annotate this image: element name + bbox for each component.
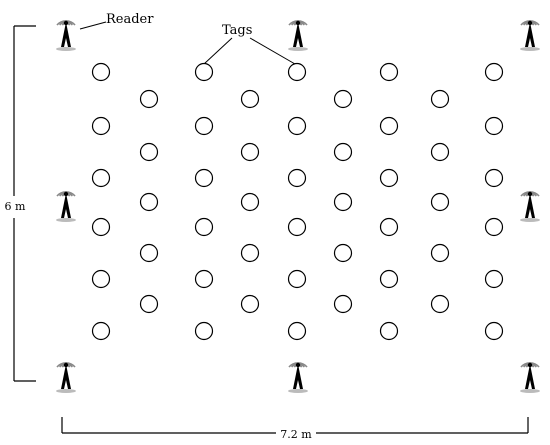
tag	[91, 116, 111, 136]
tag	[240, 243, 260, 263]
antenna-mast	[61, 193, 71, 218]
tag	[333, 294, 353, 314]
tag	[430, 192, 450, 212]
tag	[194, 321, 214, 341]
tag	[139, 142, 159, 162]
tag	[484, 321, 504, 341]
tag	[484, 62, 504, 82]
antenna-mast	[293, 22, 303, 47]
tag	[287, 168, 307, 188]
tag	[91, 217, 111, 237]
tag	[430, 142, 450, 162]
height-dimension: 6 m	[4, 25, 36, 382]
antenna-tip	[295, 362, 301, 368]
reader-antenna-icon	[520, 362, 540, 393]
tag	[287, 217, 307, 237]
tag	[194, 217, 214, 237]
tag	[484, 217, 504, 237]
reader-antenna-icon	[288, 362, 308, 393]
tag	[194, 269, 214, 289]
tag	[91, 62, 111, 82]
antenna-tip	[63, 191, 69, 197]
antenna-mast	[525, 364, 535, 389]
tag	[333, 142, 353, 162]
tags-callout: Tags	[203, 23, 296, 65]
antenna-tip	[63, 20, 69, 26]
tag	[379, 217, 399, 237]
antenna-mast	[61, 22, 71, 47]
tag	[240, 89, 260, 109]
tag	[333, 89, 353, 109]
tag	[139, 294, 159, 314]
tag	[240, 142, 260, 162]
antenna-tip	[527, 191, 533, 197]
tag	[240, 294, 260, 314]
antenna-base	[520, 389, 540, 393]
tag	[379, 321, 399, 341]
tag	[287, 269, 307, 289]
antenna-base	[56, 389, 76, 393]
tag	[91, 321, 111, 341]
antenna-mast	[525, 193, 535, 218]
tag	[194, 62, 214, 82]
width-dimension: 7.2 m	[61, 417, 529, 441]
tag	[287, 321, 307, 341]
reader-antenna-icon	[56, 20, 76, 51]
antenna-base	[56, 218, 76, 222]
tags-label: Tags	[222, 23, 252, 38]
reader-callout: Reader	[79, 12, 154, 30]
tag	[287, 116, 307, 136]
tag	[333, 243, 353, 263]
tag	[91, 269, 111, 289]
tag	[240, 192, 260, 212]
reader-antenna-icon	[56, 362, 76, 393]
antenna-tip	[527, 20, 533, 26]
width-dimension-label: 7.2 m	[280, 428, 312, 441]
height-dimension-label: 6 m	[5, 200, 26, 213]
reader-antenna-icon	[56, 191, 76, 222]
tag	[484, 116, 504, 136]
reader-antenna-icon	[520, 191, 540, 222]
antenna-base	[520, 218, 540, 222]
antenna-mast	[61, 364, 71, 389]
tag	[484, 269, 504, 289]
tag	[139, 192, 159, 212]
antenna-base	[288, 389, 308, 393]
antenna-base	[288, 47, 308, 51]
antenna-tip	[527, 362, 533, 368]
tag	[430, 294, 450, 314]
antenna-tip	[295, 20, 301, 26]
tag	[287, 62, 307, 82]
tag	[139, 89, 159, 109]
antenna-base	[56, 47, 76, 51]
tag	[91, 168, 111, 188]
antenna-base	[520, 47, 540, 51]
reader-antenna-icon	[520, 20, 540, 51]
tags-layer	[91, 62, 504, 341]
tag	[484, 168, 504, 188]
tag	[379, 168, 399, 188]
tag	[194, 116, 214, 136]
tag	[379, 62, 399, 82]
tag	[379, 116, 399, 136]
tag	[430, 243, 450, 263]
reader-label: Reader	[106, 12, 154, 27]
readers-layer	[56, 20, 540, 393]
antenna-mast	[293, 364, 303, 389]
tag	[379, 269, 399, 289]
reader-antenna-icon	[288, 20, 308, 51]
tag	[430, 89, 450, 109]
antenna-mast	[525, 22, 535, 47]
antenna-tip	[63, 362, 69, 368]
tag	[139, 243, 159, 263]
tag	[333, 192, 353, 212]
tag	[194, 168, 214, 188]
